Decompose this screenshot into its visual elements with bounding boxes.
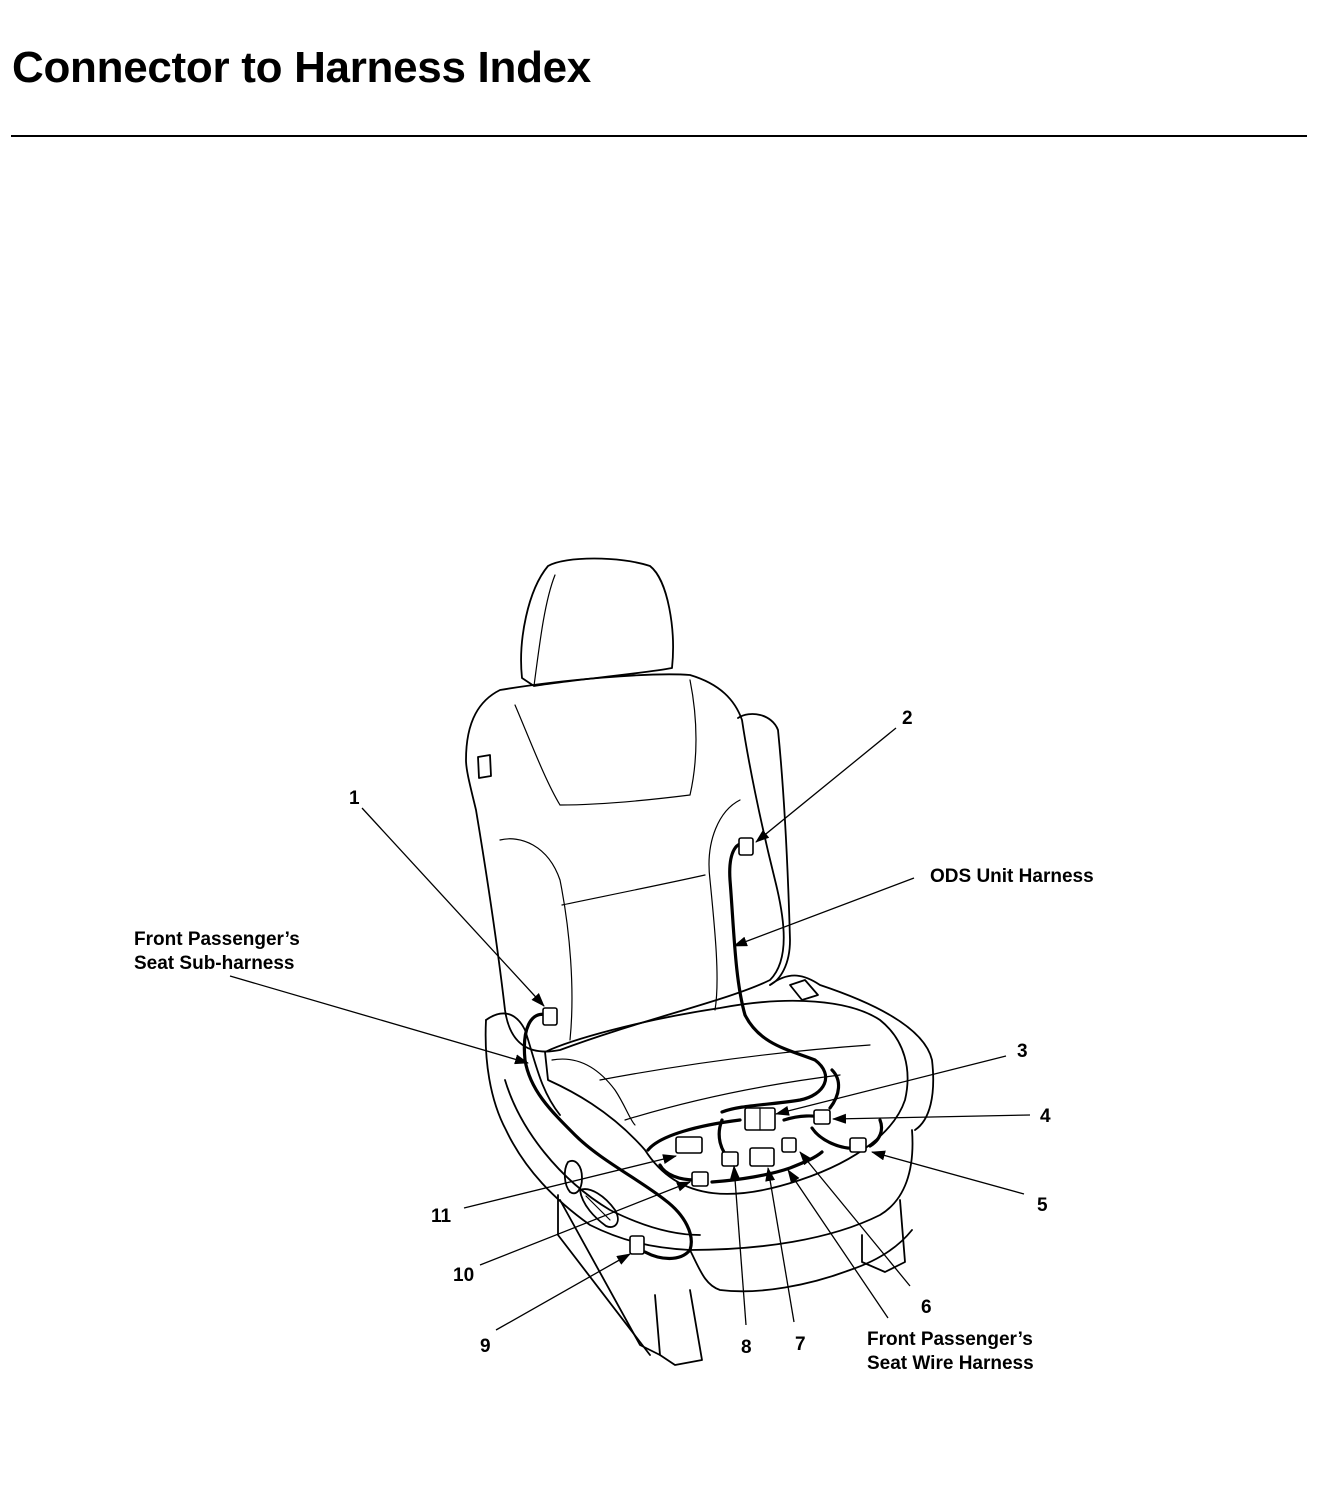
callout-7: 7 (795, 1334, 806, 1355)
leader-2 (755, 727, 897, 843)
leader-9 (495, 1253, 631, 1331)
callout-9: 9 (480, 1336, 491, 1357)
connector-11-shape (675, 1136, 703, 1154)
connector-5-shape (849, 1137, 867, 1153)
connector-9-shape (629, 1235, 645, 1255)
leader-sub-harness (229, 975, 529, 1065)
seat-side-shield (484, 1019, 914, 1251)
connector-1-shape (542, 1007, 558, 1026)
leader-lines (229, 727, 1031, 1331)
connectors (542, 837, 867, 1255)
connector-10-shape (691, 1171, 709, 1187)
wire-harness-label-line2: Seat Wire Harness (867, 1353, 1034, 1374)
leader-4 (832, 1113, 1031, 1124)
seat-rail-front (654, 1289, 703, 1366)
leader-5 (871, 1150, 1025, 1195)
connector-2-shape (738, 837, 754, 856)
callout-8: 8 (741, 1337, 752, 1358)
ods-unit-harness-label: ODS Unit Harness (930, 866, 1094, 887)
headrest (520, 557, 674, 687)
callout-5: 5 (1037, 1195, 1048, 1216)
callout-1: 1 (349, 788, 360, 809)
leader-ods-harness (733, 877, 915, 947)
wire-harness-routing (522, 842, 884, 1261)
connector-4-shape (813, 1109, 831, 1125)
seat-rail-rear (861, 1199, 906, 1273)
leader-7 (765, 1167, 795, 1323)
callout-2: 2 (902, 708, 913, 729)
callout-6: 6 (921, 1297, 932, 1318)
leader-1 (361, 807, 545, 1007)
wire-harness-label-line1: Front Passenger’s (867, 1329, 1033, 1350)
sub-harness-wire (522, 1012, 693, 1261)
ods-unit-harness-wire (720, 842, 828, 1114)
sub-harness-label-line2: Seat Sub-harness (134, 953, 295, 974)
leader-6 (799, 1151, 911, 1287)
seat-cushion (544, 999, 909, 1195)
connector-7-shape (749, 1147, 775, 1167)
leader-wire-harness (787, 1169, 889, 1319)
page-title: Connector to Harness Index (12, 43, 591, 92)
seat-illustration (465, 557, 935, 1366)
callout-10: 10 (453, 1265, 474, 1286)
leader-11 (463, 1154, 677, 1209)
title-divider (11, 135, 1307, 137)
leader-8 (729, 1165, 747, 1326)
callout-3: 3 (1017, 1041, 1028, 1062)
leader-10 (479, 1181, 691, 1266)
sub-harness-label-line1: Front Passenger’s (134, 929, 300, 950)
seatback-outer (465, 673, 785, 1053)
connector-8-shape (721, 1151, 739, 1167)
connector-6-shape (781, 1137, 797, 1153)
slide-switch (579, 1188, 619, 1228)
leader-3 (775, 1055, 1007, 1116)
recline-lever (563, 1160, 583, 1195)
labels: 1 2 3 4 5 6 7 8 9 10 11 ODS Unit Harness… (134, 708, 1094, 1374)
callout-11: 11 (431, 1206, 452, 1227)
callout-4: 4 (1040, 1106, 1051, 1127)
